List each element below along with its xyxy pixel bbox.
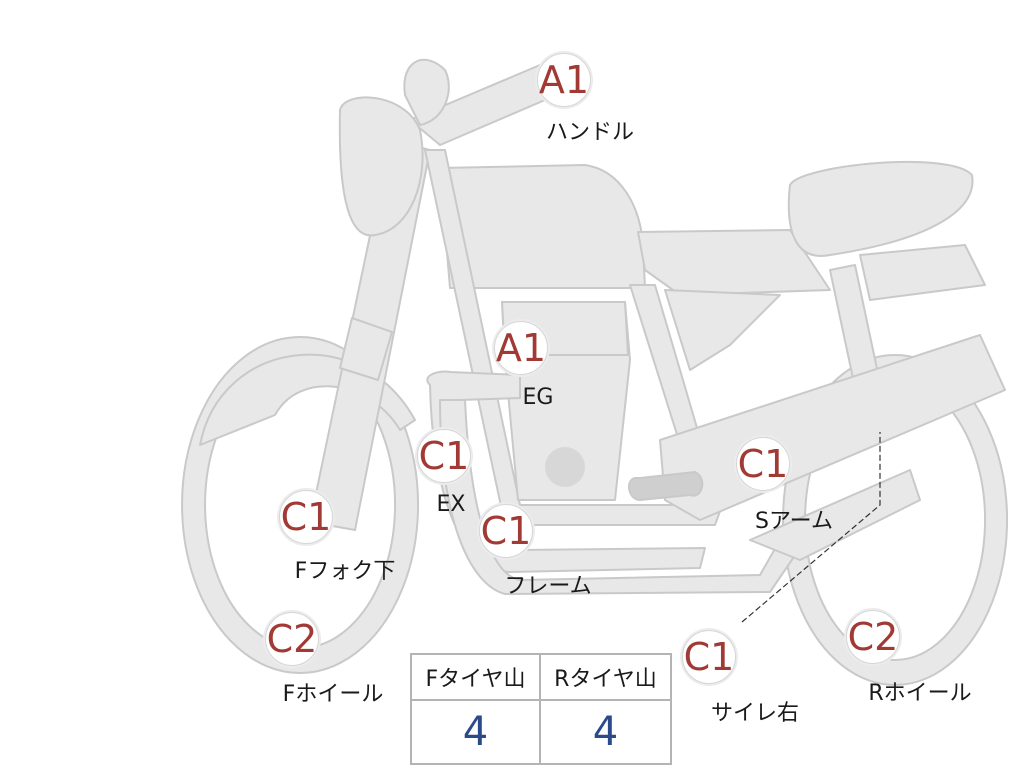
- part-label-rear-wheel: Rホイール: [868, 681, 972, 706]
- grade-marker-engine[interactable]: A1: [494, 321, 548, 375]
- grade-marker-handle[interactable]: A1: [537, 53, 591, 107]
- front-tire-value: 4: [412, 701, 541, 763]
- part-label-frame: フレーム: [504, 574, 592, 599]
- part-label-handle: ハンドル: [545, 120, 635, 145]
- seat-shape: [637, 229, 831, 296]
- grade-marker-front-wheel[interactable]: C2: [265, 612, 319, 666]
- part-label-front-fork-lower: Fフォク下: [294, 559, 396, 584]
- part-label-muffler-right: サイレ右: [710, 701, 800, 726]
- grade-marker-muffler-right[interactable]: C1: [682, 630, 736, 684]
- part-label-front-wheel: Fホイール: [282, 682, 384, 707]
- grade-text: C1: [480, 509, 532, 553]
- grade-marker-frame[interactable]: C1: [479, 504, 533, 558]
- grade-text: C1: [737, 442, 789, 486]
- grade-text: C1: [280, 495, 332, 539]
- tire-tread-table: Fタイヤ山 Rタイヤ山 4 4: [410, 653, 672, 765]
- grade-marker-rear-wheel[interactable]: C2: [846, 610, 900, 664]
- part-label-exhaust: EX: [436, 492, 466, 517]
- grade-text: C2: [266, 617, 318, 661]
- rear-tire-header: Rタイヤ山: [541, 655, 670, 701]
- grade-marker-exhaust[interactable]: C1: [417, 429, 471, 483]
- grade-marker-front-fork-lower[interactable]: C1: [279, 490, 333, 544]
- headlight-shape: [338, 96, 424, 237]
- grade-text: C2: [847, 615, 899, 659]
- grade-text: A1: [495, 326, 547, 370]
- front-tire-header: Fタイヤ山: [412, 655, 541, 701]
- grade-text: A1: [538, 58, 590, 102]
- swing-arm-shape: [659, 334, 1006, 521]
- part-label-engine: EG: [522, 385, 554, 410]
- rear-tire-value: 4: [592, 709, 619, 755]
- part-label-swing-arm: Sアーム: [755, 509, 833, 534]
- grade-text: C1: [418, 434, 470, 478]
- grade-marker-swing-arm[interactable]: C1: [736, 437, 790, 491]
- grade-text: C1: [683, 635, 735, 679]
